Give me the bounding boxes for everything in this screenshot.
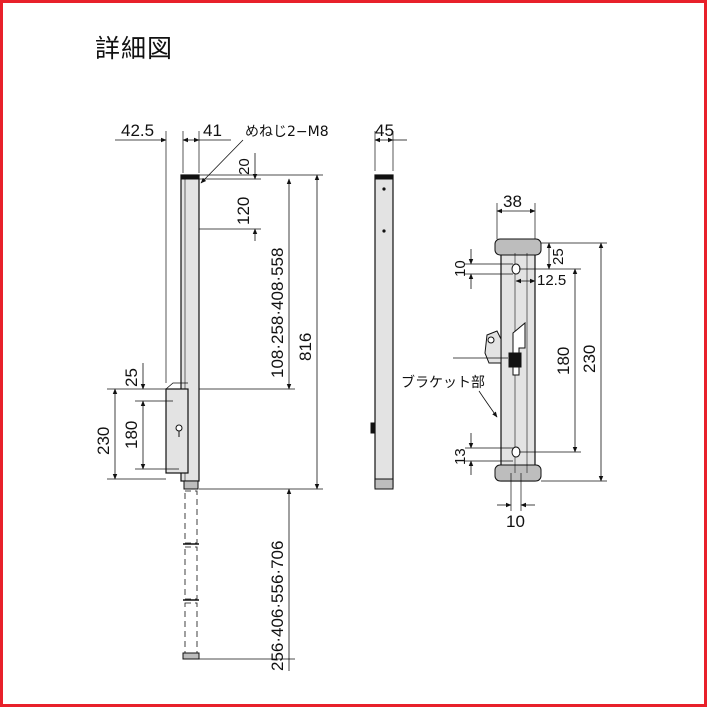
drawing-title: 詳細図 xyxy=(95,34,174,63)
dim-hole-inset: 12.5 xyxy=(537,272,566,289)
bracket-bottom-flange xyxy=(494,464,542,482)
detail-drawing: 42.5 41 めねじ2−M8 20 120 108·258·408·558 8… xyxy=(94,121,607,671)
dim-bracket-hole-span: 180 xyxy=(122,421,141,449)
side-view: 45 xyxy=(370,121,407,490)
dim-extension: 256·406·556·706 xyxy=(268,541,287,671)
dim-post-height: 816 xyxy=(296,333,315,361)
dim-bracket-width: 38 xyxy=(503,192,522,211)
bracket-view: 38 25 180 230 12.5 10 xyxy=(401,192,607,531)
bracket-hole xyxy=(175,424,183,432)
screw-label: めねじ2−M8 xyxy=(245,124,329,140)
extension-segment-3 xyxy=(184,602,198,654)
side-post-body xyxy=(374,174,394,488)
dim-screw-spacing: 120 xyxy=(234,197,253,225)
dim-hole-positions: 108·258·408·558 xyxy=(268,248,287,378)
dim-bracket-top-margin: 25 xyxy=(550,248,567,265)
dim-bottom-margin: 13 xyxy=(452,448,469,465)
front-view: 42.5 41 めねじ2−M8 20 120 108·258·408·558 8… xyxy=(94,121,329,671)
dim-bracket-top: 25 xyxy=(122,368,141,387)
bracket-hole-top xyxy=(511,263,521,275)
dim-width-bracket: 42.5 xyxy=(121,121,154,140)
dim-bottom-width: 10 xyxy=(506,512,525,531)
extension-segment-1 xyxy=(184,490,198,544)
dim-bracket-hole-span: 180 xyxy=(554,347,573,375)
bracket-hole-bottom xyxy=(511,446,521,458)
bracket-body xyxy=(165,388,189,474)
dim-depth: 45 xyxy=(375,121,394,140)
extension-segment-2 xyxy=(184,546,198,600)
bracket-top-flange xyxy=(494,238,542,256)
bracket-lock xyxy=(508,352,522,368)
dim-bracket-height: 230 xyxy=(94,427,113,455)
extension-foot xyxy=(182,652,200,660)
dim-bracket-total-height: 230 xyxy=(580,345,599,373)
post-cap xyxy=(180,174,200,180)
dim-hole-offset: 10 xyxy=(452,260,469,277)
dim-top-offset: 20 xyxy=(236,158,253,175)
post-foot xyxy=(183,480,199,490)
bracket-part-label: ブラケット部 xyxy=(401,374,485,391)
dim-width-post: 41 xyxy=(203,121,222,140)
